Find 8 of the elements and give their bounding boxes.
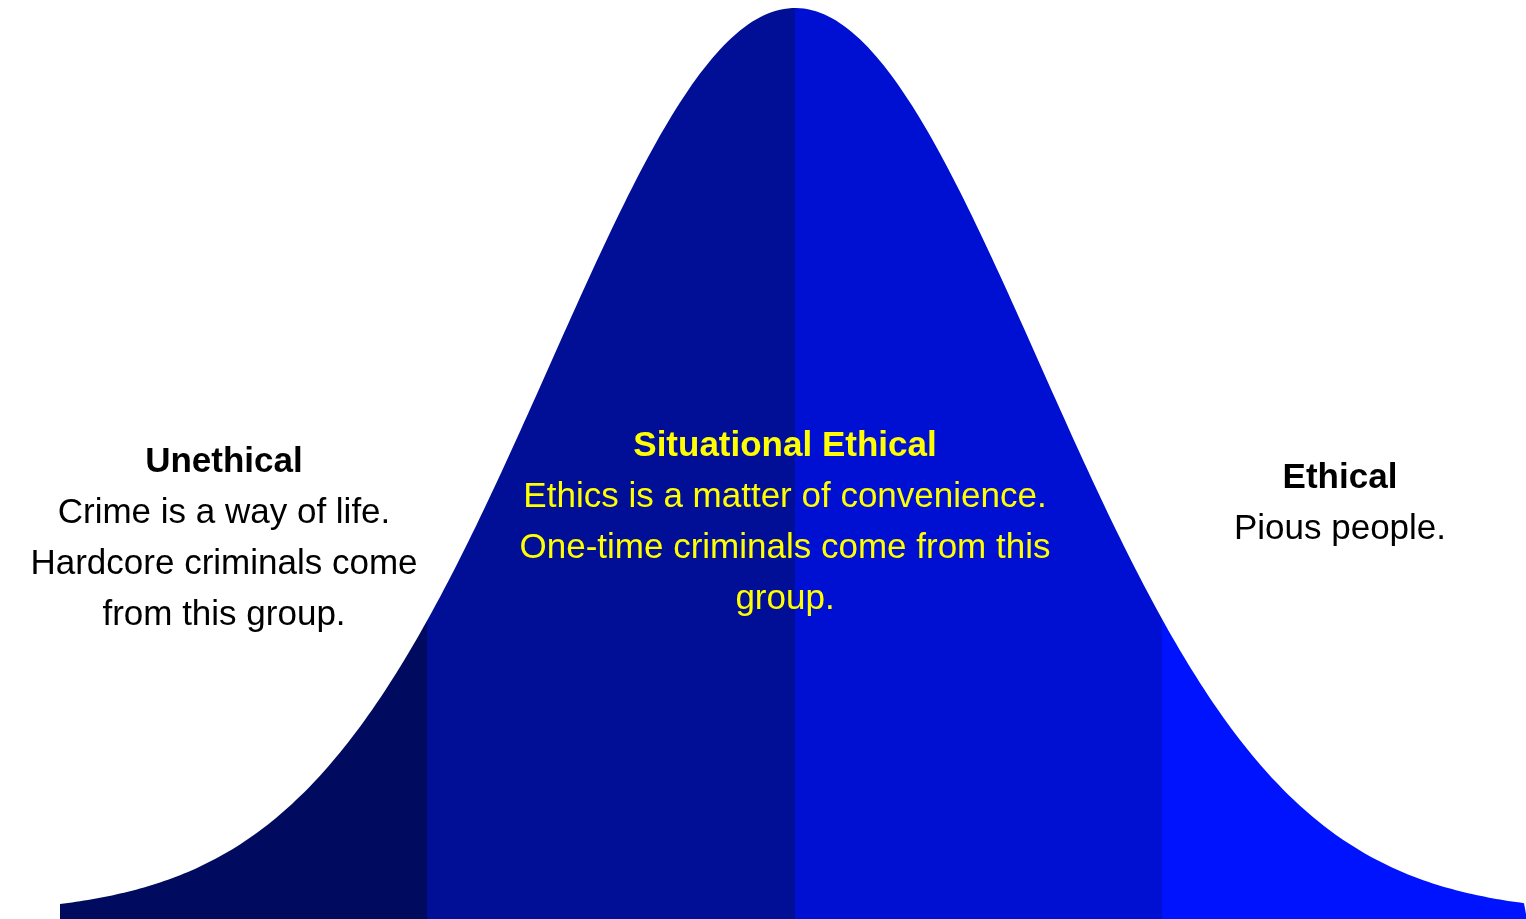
group-description: One-time criminals come from this group. bbox=[519, 526, 1051, 616]
group-description: Ethics is a matter of convenience. bbox=[523, 475, 1047, 514]
group-description: Pious people. bbox=[1233, 507, 1447, 546]
group-description: Crime is a way of life. bbox=[57, 491, 391, 530]
group-heading: Unethical bbox=[145, 440, 303, 479]
group-heading: Ethical bbox=[1282, 456, 1398, 495]
group-description: Hardcore criminals come from this group. bbox=[30, 542, 418, 632]
group-heading: Situational Ethical bbox=[633, 424, 937, 463]
